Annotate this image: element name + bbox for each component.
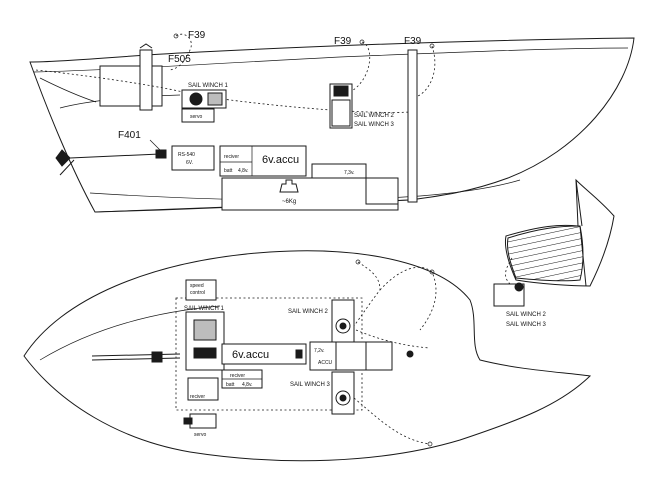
label-plan-sail-winch-3: SAIL WINCH 3 — [290, 382, 330, 388]
f39-ring-b — [359, 39, 365, 45]
f39-line-b — [349, 41, 370, 93]
plan-mast — [406, 350, 414, 358]
label-plan-sail-winch-2: SAIL WINCH 2 — [288, 309, 328, 315]
side-hull-outline — [29, 37, 635, 213]
sail-winch-23-top — [333, 85, 349, 97]
label-batt: batt — [224, 168, 233, 174]
side-electronics-frame — [219, 145, 307, 177]
rudder-stock — [59, 159, 75, 176]
plan-view: speed control SAIL WINCH 1 SAIL WINCH 2 … — [23, 250, 592, 462]
plan-accu-72-box — [309, 341, 337, 371]
plan-coupling — [151, 351, 163, 363]
plan-speed-control — [185, 279, 217, 301]
label-sail-winch-1: SAIL WINCH 1 — [188, 83, 228, 89]
sheet-line-aft — [199, 95, 411, 113]
propeller — [55, 149, 71, 167]
label-accu-7v: 7,3v. — [344, 170, 354, 176]
detail-boom — [579, 225, 587, 287]
label-rs540-b: 6V. — [186, 160, 193, 166]
plan-servo-horn — [183, 417, 193, 425]
plan-shaft — [91, 353, 181, 357]
plan-winch-1-drum — [193, 347, 217, 359]
label-f39-b: F39 — [334, 36, 352, 47]
plan-fair-lead-2 — [429, 269, 435, 275]
motor-box — [171, 145, 215, 171]
plan-reciver-b-box — [187, 377, 219, 401]
f505-bracket — [139, 43, 153, 49]
label-rs540-a: RS-540 — [178, 152, 195, 158]
plan-accu-right — [335, 341, 367, 371]
side-ballast-right — [365, 177, 399, 205]
weight-icon — [279, 179, 299, 193]
plan-winch-1-inner — [193, 319, 217, 341]
label-weight: ~6Kg — [282, 199, 296, 205]
detail-sail-hatch — [507, 225, 584, 282]
plan-sheet-1 — [353, 261, 381, 327]
f39-line-a — [169, 33, 192, 71]
plan-servo — [189, 413, 217, 429]
label-plan-batt-val: 4,8v. — [242, 382, 252, 388]
plan-winch-1 — [185, 311, 225, 371]
detail-sheet — [505, 257, 513, 285]
label-plan-servo: servo — [194, 432, 206, 438]
f39-ring-c — [429, 43, 435, 49]
plan-accu-6v-term — [295, 349, 303, 359]
label-plan-accu-6v: 6v.accu — [232, 349, 269, 361]
label-plan-speed-b: control — [190, 290, 205, 296]
side-view: F39 F505 F39 F39 F401 SAIL WINCH 1 servo… — [29, 30, 635, 213]
sail-winch-23-bottom — [331, 99, 351, 127]
detail-winch-drum — [514, 282, 524, 292]
label-servo: servo — [190, 114, 202, 120]
label-f401: F401 — [118, 130, 141, 141]
label-plan-accu-72: 7,2v. — [314, 348, 324, 354]
plan-sheet-3 — [353, 397, 431, 445]
plan-sheet-4 — [355, 329, 431, 349]
label-f505: F505 — [168, 54, 191, 65]
detail-sail-outline — [505, 178, 615, 287]
label-reciver: reciver — [224, 154, 239, 160]
f39-line-c — [417, 45, 436, 97]
coupling — [155, 149, 167, 159]
label-f39-c: F39 — [404, 36, 422, 47]
servo-box — [181, 108, 215, 123]
label-plan-accu: ACCU — [318, 360, 333, 366]
side-mast-tube — [139, 49, 153, 111]
label-plan-batt: batt — [226, 382, 235, 388]
side-accu-7v — [311, 163, 367, 179]
f401-leader — [149, 139, 161, 151]
plan-accu-far — [365, 341, 393, 371]
label-sail-winch-3: SAIL WINCH 3 — [354, 122, 394, 128]
plan-winch-2-hub — [339, 322, 347, 330]
plan-sheet-2 — [379, 266, 437, 331]
side-stem-line — [39, 77, 97, 103]
plan-fair-lead-3 — [427, 441, 433, 447]
sail-detail: SAIL WINCH 2 SAIL WINCH 3 — [493, 178, 615, 328]
plan-inner-line — [39, 305, 221, 361]
prop-shaft — [69, 153, 161, 159]
sail-winch-1-drum — [189, 92, 203, 106]
plan-accu-6v-box — [221, 343, 307, 365]
label-detail-sail-winch-3: SAIL WINCH 3 — [506, 322, 546, 328]
label-f39-a: F39 — [188, 30, 206, 41]
side-rear-mast-tube — [407, 49, 418, 203]
detail-mast — [575, 179, 583, 227]
label-plan-speed-a: speed — [190, 283, 204, 289]
sail-winch-1-gear — [207, 92, 223, 106]
label-plan-sail-winch-1: SAIL WINCH 1 — [184, 306, 224, 312]
label-accu-6v: 6v.accu — [262, 154, 299, 166]
label-detail-sail-winch-2: SAIL WINCH 2 — [506, 312, 546, 318]
label-plan-reciver-b: reciver — [190, 394, 205, 400]
plan-winch-3-hub — [339, 394, 347, 402]
plan-hull-outline — [23, 250, 592, 462]
label-sail-winch-2: SAIL WINCH 2 — [354, 113, 394, 119]
plan-fair-lead-1 — [355, 259, 361, 265]
label-batt-val: 4,8v. — [238, 168, 248, 174]
label-plan-reciver-a: reciver — [230, 373, 245, 379]
f39-ring-a — [173, 33, 179, 39]
plan-shaft-2 — [91, 357, 181, 361]
